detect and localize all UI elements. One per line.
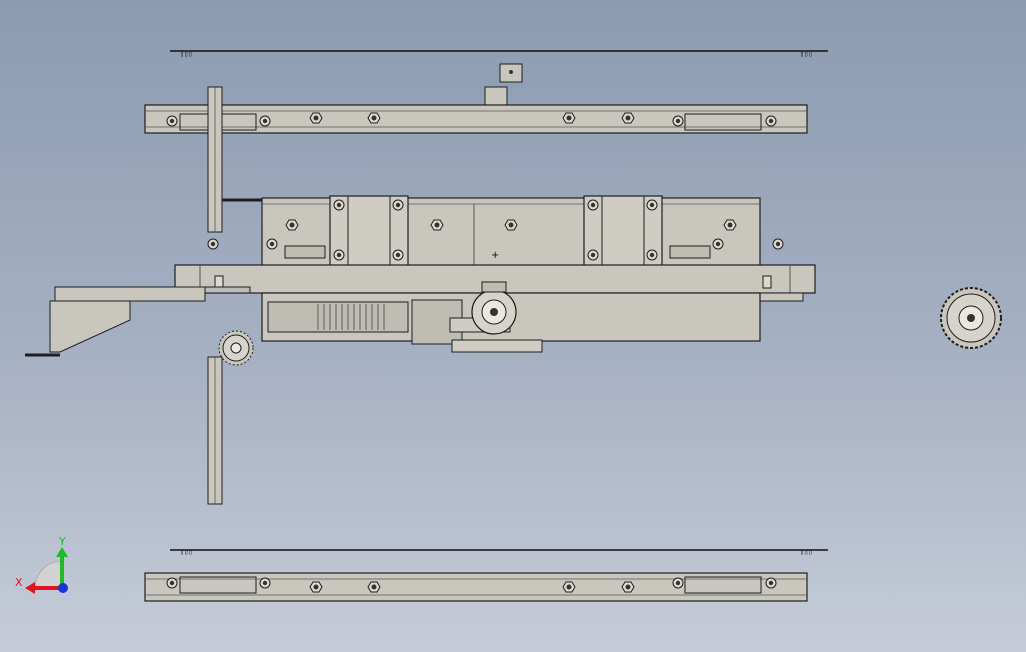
svg-text:▯▯▯: ▯▯▯ (180, 548, 193, 556)
large-sprocket[interactable] (940, 287, 1002, 349)
svg-text:▯▯▯: ▯▯▯ (800, 50, 813, 58)
z-axis-dot (58, 583, 68, 593)
x-axis-label: X (15, 576, 23, 589)
view-orientation-triad[interactable]: Y X (15, 535, 68, 594)
svg-text:+: + (491, 250, 499, 261)
small-sprocket[interactable] (218, 330, 254, 366)
top-guide-rod[interactable]: ▯▯▯ ▯▯▯ (170, 50, 828, 58)
left-vertical-column-upper[interactable] (207, 86, 265, 233)
sensor-bracket[interactable] (484, 63, 523, 106)
x-axis-head (25, 582, 35, 594)
y-axis-head (56, 547, 68, 557)
bottom-guide-rod[interactable]: ▯▯▯ ▯▯▯ (170, 548, 828, 556)
y-axis-label: Y (58, 535, 66, 548)
feed-arm-bracket[interactable] (25, 286, 206, 357)
bottom-rail[interactable] (144, 572, 808, 602)
svg-text:▯▯▯: ▯▯▯ (800, 548, 813, 556)
left-vertical-column-lower[interactable] (207, 356, 223, 505)
cross-beam[interactable] (174, 238, 816, 302)
top-rail[interactable] (144, 104, 808, 134)
svg-text:▯▯▯: ▯▯▯ (180, 50, 193, 58)
drive-motor-assembly[interactable] (261, 281, 761, 353)
